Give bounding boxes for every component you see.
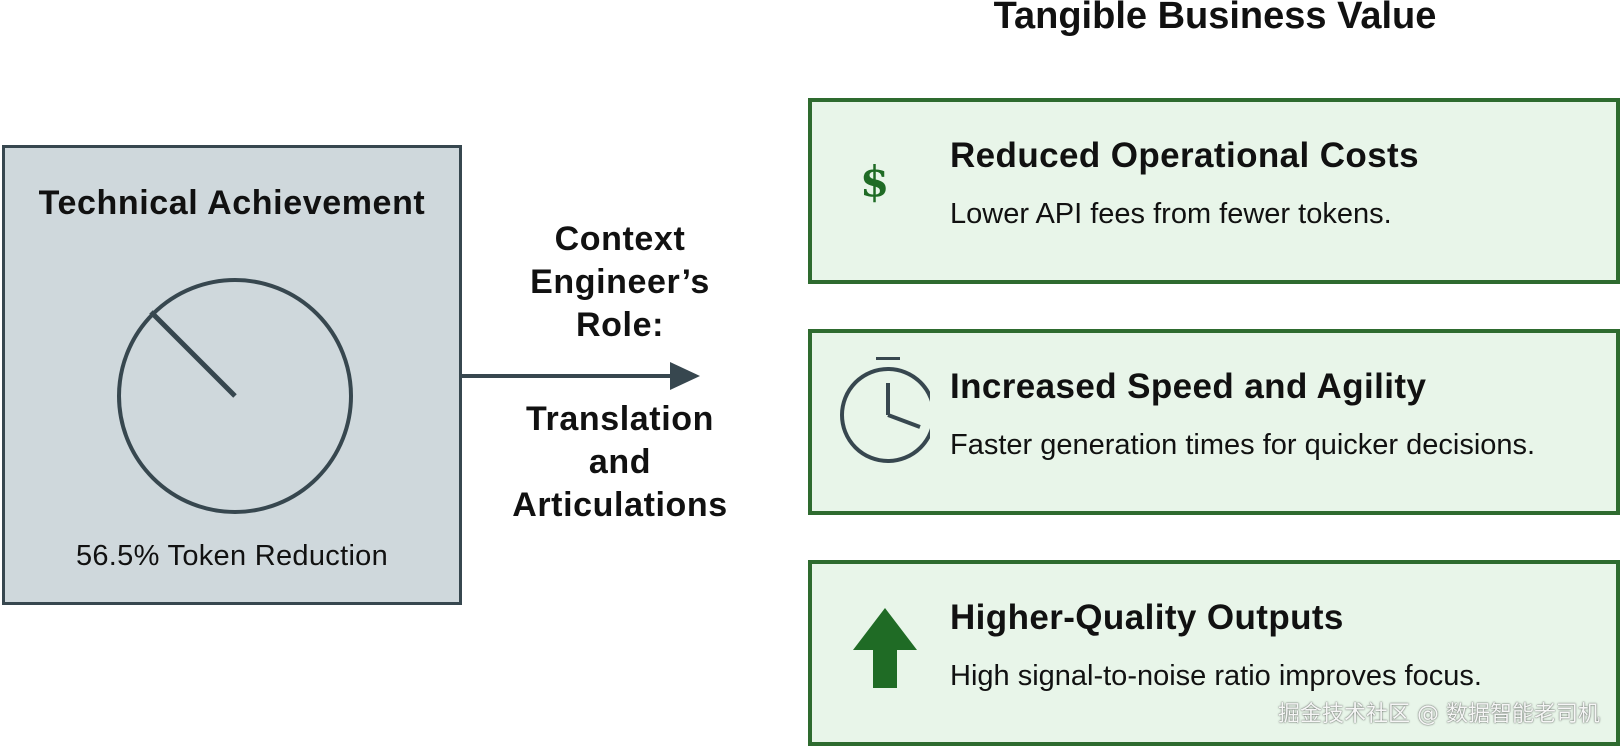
technical-achievement-title: Technical Achievement [38, 184, 426, 222]
value-card-quality-outputs: Higher-Quality Outputs High signal-to-no… [808, 560, 1620, 746]
value-card-reduced-costs: $ Reduced Operational Costs Lower API fe… [808, 98, 1620, 284]
technical-achievement-box: Technical Achievement 56.5% Token Reduct… [2, 145, 462, 605]
stopwatch-icon [840, 357, 930, 463]
svg-text:$: $ [860, 157, 889, 206]
watermark-text: 掘金技术社区 @ 数据智能老司机 [1278, 702, 1600, 727]
connector-arrow [462, 362, 700, 390]
token-reduction-caption: 56.5% Token Reduction [75, 540, 389, 572]
gauge-icon [117, 278, 353, 514]
value-card-description: Lower API fees from fewer tokens. [950, 198, 1392, 230]
value-card-title: Increased Speed and Agility [950, 367, 1427, 406]
up-arrow-icon [853, 608, 917, 688]
value-card-speed-agility: Increased Speed and Agility Faster gener… [808, 329, 1620, 515]
value-card-description: High signal-to-noise ratio improves focu… [950, 660, 1482, 692]
context-engineer-role-label: Context Engineer’s Role: [490, 218, 750, 347]
translation-line: Translation [526, 400, 714, 438]
dollar-icon: $ [860, 157, 889, 206]
page-title: Tangible Business Value [993, 0, 1437, 37]
translation-label: Translation and Articulations [490, 398, 750, 527]
translation-line: and [588, 443, 652, 481]
value-card-title: Reduced Operational Costs [950, 136, 1419, 175]
value-card-description: Faster generation times for quicker deci… [950, 429, 1536, 461]
role-line: Role: [576, 306, 664, 344]
translation-line: Articulations [512, 486, 728, 524]
value-card-title: Higher-Quality Outputs [950, 598, 1344, 637]
role-line: Context [554, 220, 686, 258]
role-line: Engineer’s [530, 263, 710, 301]
